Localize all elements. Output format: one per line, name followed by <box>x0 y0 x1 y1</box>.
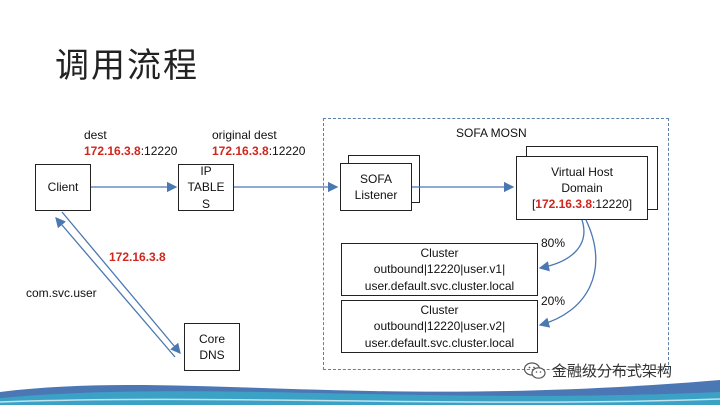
brand-text: 金融级分布式架构 <box>552 362 673 380</box>
virtual-host-node: Virtual Host Domain [172.16.3.8:12220] <box>516 156 648 220</box>
page-title: 调用流程 <box>55 46 199 86</box>
cluster-v2-line-2: outbound|12220|user.v2| <box>373 319 506 334</box>
wechat-icon <box>524 361 546 379</box>
virtual-host-ip: 172.16.3.8 <box>535 197 592 212</box>
iptables-line-1: IP <box>200 164 212 179</box>
cluster-v1-node: Cluster outbound|12220|user.v1| user.def… <box>341 243 538 296</box>
brand-watermark: 金融级分布式架构 <box>524 360 672 381</box>
dest-address: 172.16.3.8:12220 <box>84 144 177 158</box>
iptables-node: IP TABLE S <box>178 164 234 211</box>
virtual-host-port: :12220] <box>592 197 633 212</box>
original-dest-label: original dest <box>212 128 277 142</box>
core-dns-node: Core DNS <box>184 323 240 371</box>
sofa-listener-line-1: SOFA <box>359 171 392 186</box>
cluster-v1-line-2: outbound|12220|user.v1| <box>373 262 506 277</box>
arrow-virtual-host-to-cluster-v1 <box>538 219 585 272</box>
arrow-client-to-dns <box>61 211 181 354</box>
cluster-v2-line-3: user.default.svc.cluster.local <box>364 335 515 350</box>
group-label: SOFA MOSN <box>456 126 527 140</box>
virtual-host-line-2: Domain <box>561 180 603 195</box>
cluster-v1-line-3: user.default.svc.cluster.local <box>364 278 515 293</box>
dest-ip: 172.16.3.8 <box>84 144 141 158</box>
cluster-v1-line-1: Cluster <box>420 246 459 261</box>
cluster-v2-node: Cluster outbound|12220|user.v2| user.def… <box>341 300 538 353</box>
dns-resolved-ip: 172.16.3.8 <box>109 250 166 264</box>
client-label: Client <box>47 180 79 195</box>
virtual-host-line-3: [172.16.3.8:12220] <box>532 196 632 212</box>
original-dest-port: :12220 <box>268 144 306 158</box>
arrow-dns-to-client <box>55 217 176 358</box>
core-dns-line-2: DNS <box>199 348 225 362</box>
sofa-listener-line-2: Listener <box>354 188 398 202</box>
cluster-v2-line-1: Cluster <box>420 303 459 318</box>
client-node: Client <box>35 164 91 211</box>
virtual-host-line-1: Virtual Host <box>551 164 613 179</box>
sofa-mosn-group <box>323 118 669 370</box>
dest-label: dest <box>84 128 107 142</box>
sofa-listener-node: SOFA Listener <box>340 163 412 211</box>
v1-percent-label: 80% <box>541 236 566 250</box>
core-dns-line-1: Core <box>198 331 225 346</box>
iptables-line-3: S <box>201 196 210 211</box>
arrow-virtual-host-to-cluster-v2 <box>538 219 597 328</box>
virtual-host-bracket: [ <box>531 197 536 212</box>
iptables-line-2: TABLE <box>187 180 225 195</box>
v2-percent-label: 20% <box>541 294 566 308</box>
original-dest-ip: 172.16.3.8 <box>212 144 269 158</box>
service-name-label: com.svc.user <box>26 286 97 300</box>
original-dest-address: 172.16.3.8:12220 <box>212 144 305 158</box>
dest-port: :12220 <box>140 144 178 158</box>
